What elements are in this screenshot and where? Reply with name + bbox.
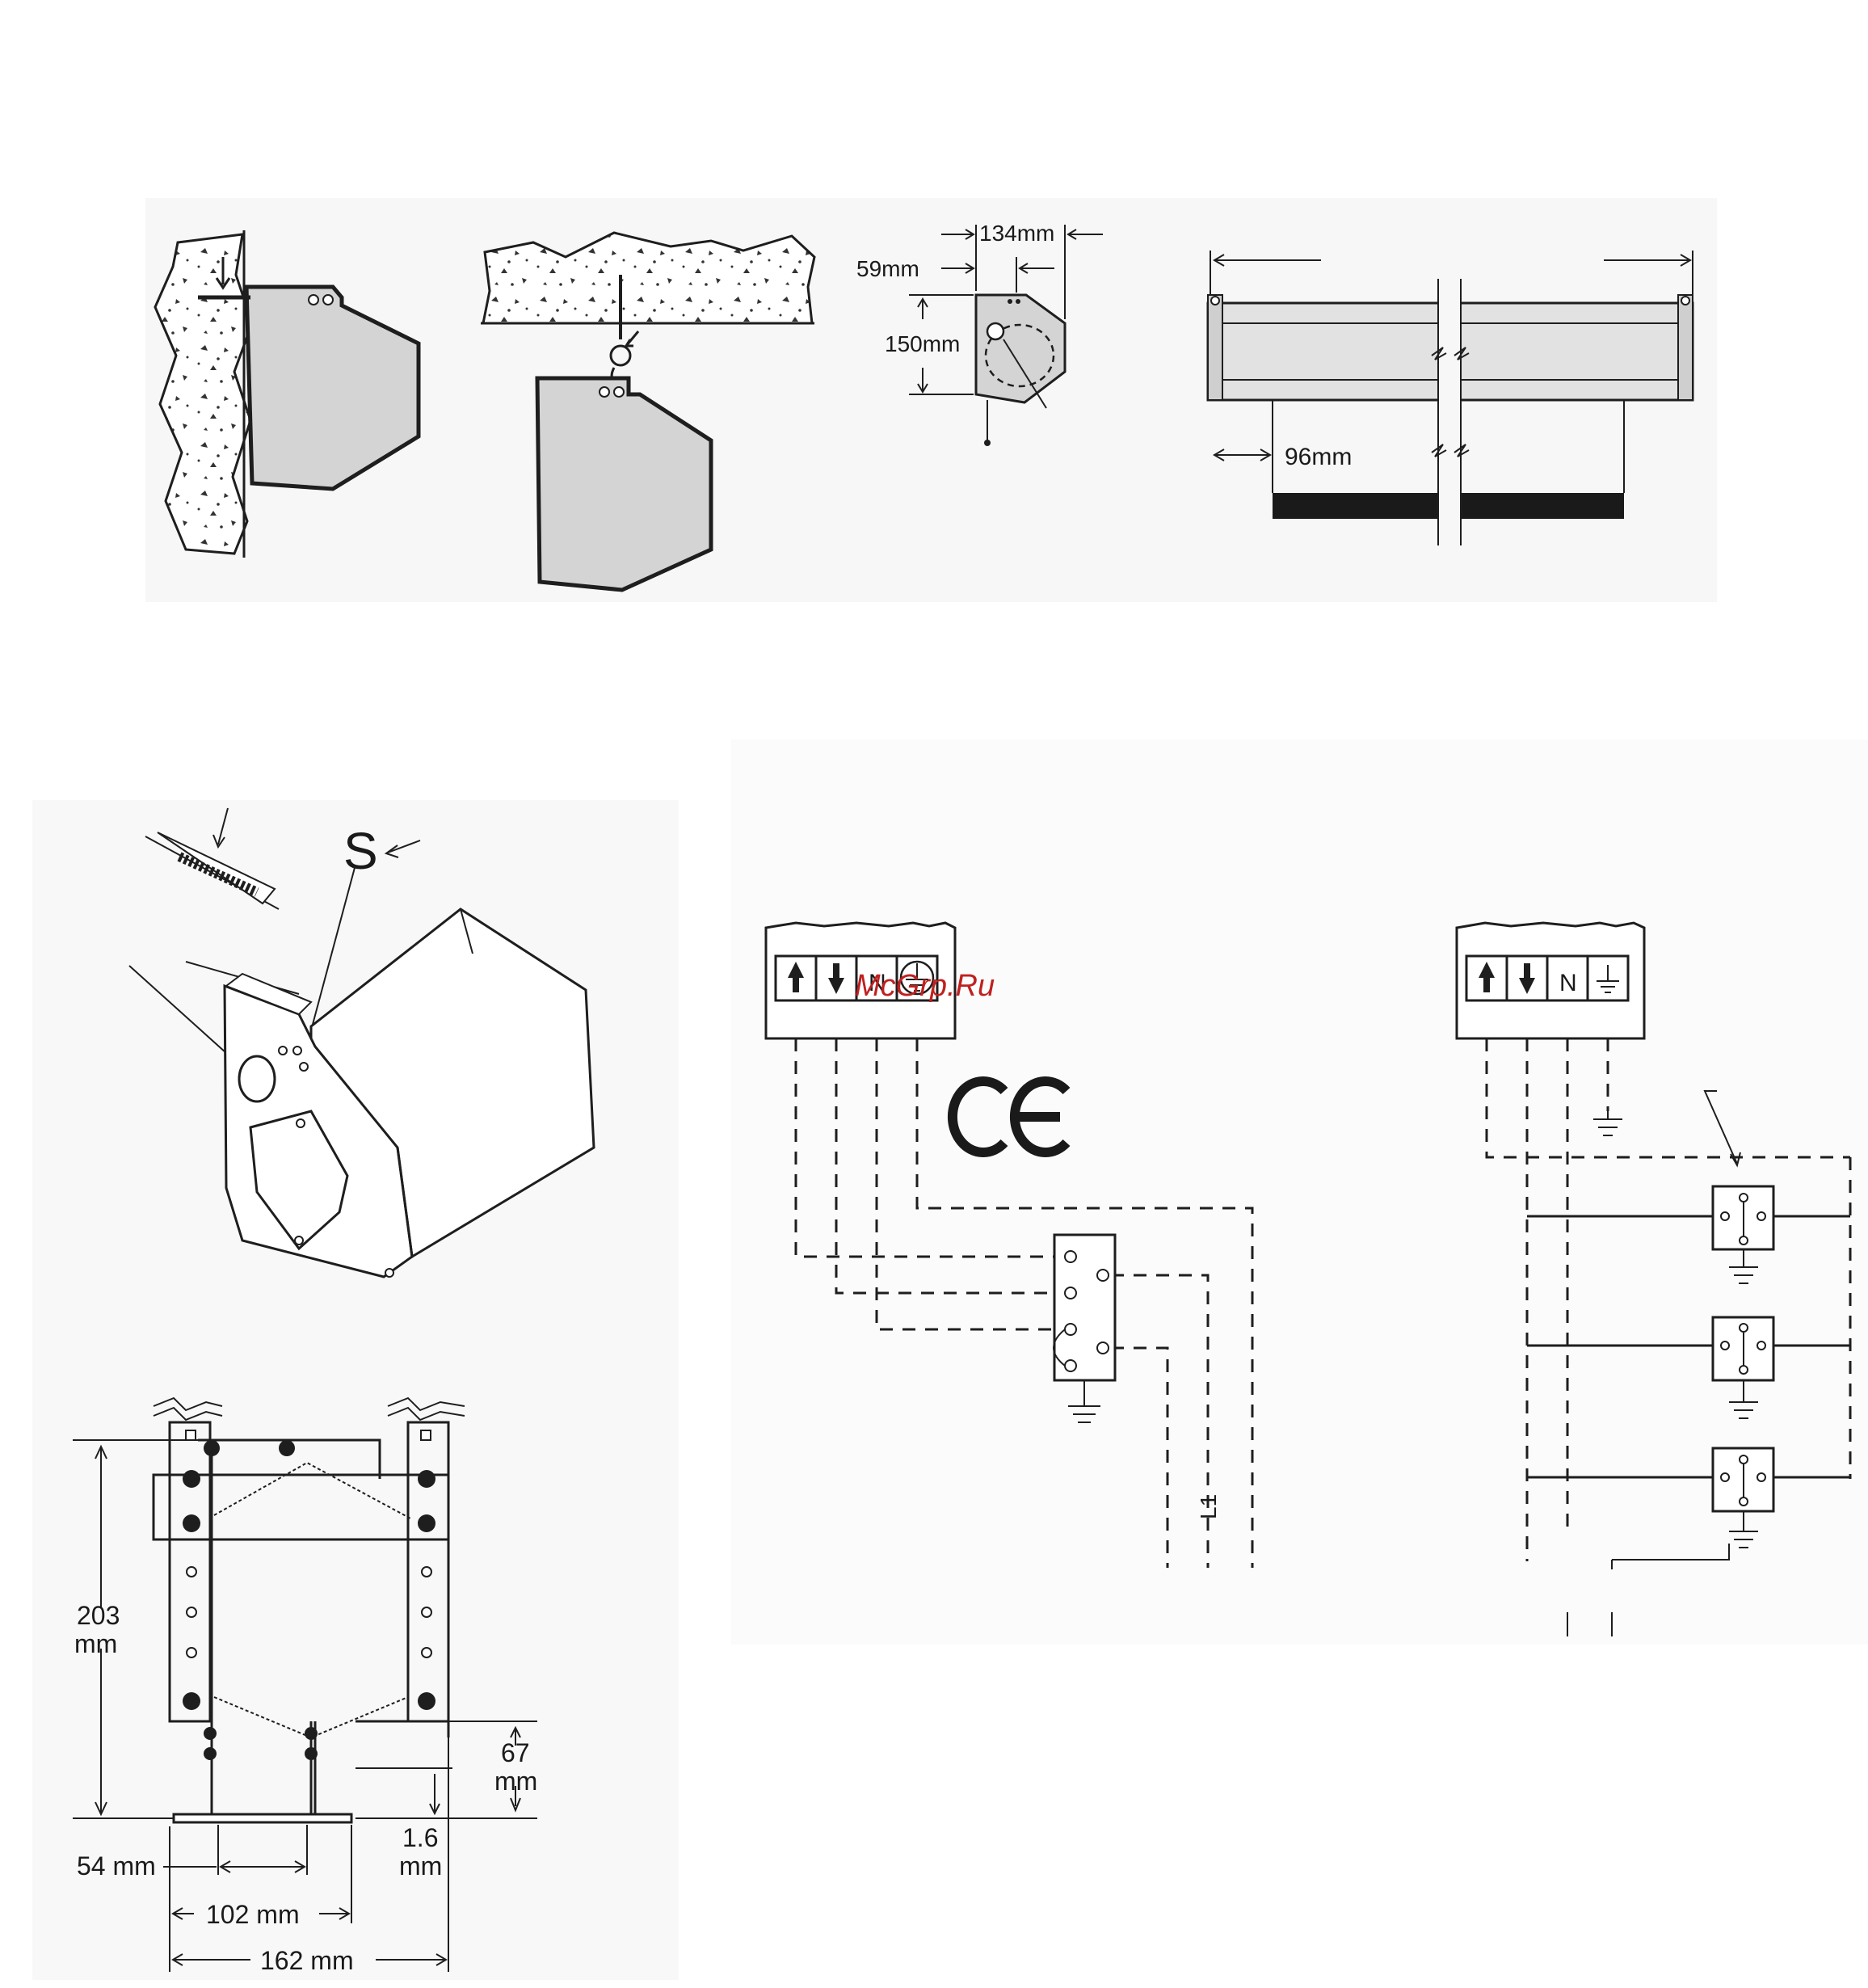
dim-67-unit: mm: [494, 1767, 537, 1796]
dim-203: 203: [77, 1601, 120, 1630]
dim-1-6: 1.6: [402, 1823, 438, 1852]
dim-67: 67: [501, 1738, 530, 1767]
dim-59mm: 59mm: [856, 256, 919, 281]
line-l1-label: L1: [1196, 1494, 1221, 1519]
dim-96mm: 96mm: [1285, 444, 1352, 470]
s-hook-icon: S: [343, 822, 378, 880]
terminal-n-label: N: [1559, 970, 1577, 996]
dim-1-6-unit: mm: [399, 1851, 442, 1881]
dim-102mm: 102 mm: [206, 1900, 300, 1929]
dim-54mm: 54 mm: [77, 1851, 156, 1881]
dim-134mm: 134mm: [979, 221, 1054, 246]
watermark: McGrp.Ru: [855, 969, 995, 1003]
bracket-panel: [32, 800, 679, 1980]
dim-203-unit: mm: [74, 1629, 117, 1658]
dim-162mm: 162 mm: [260, 1946, 354, 1975]
dim-150mm: 150mm: [885, 331, 960, 356]
junction-block: [1054, 1235, 1115, 1380]
wiring-panel: [731, 739, 1868, 1645]
